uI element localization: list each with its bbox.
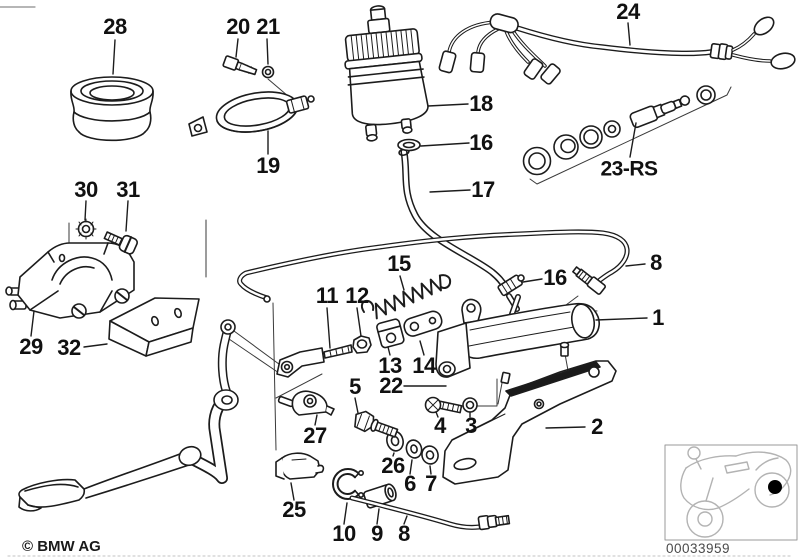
part-label-2: 2 <box>591 414 603 439</box>
part-label-22: 22 <box>379 373 403 398</box>
rubber-boot-drawing <box>70 76 154 142</box>
part-label-23rs: 23-RS <box>600 157 658 181</box>
part-label-8a: 8 <box>650 250 662 275</box>
repair-kit-drawing <box>522 85 716 176</box>
part-label-24: 24 <box>616 0 640 24</box>
part-label-13: 13 <box>378 353 402 378</box>
diagram-number: 00033959 <box>666 541 731 556</box>
fluid-reservoir-drawing <box>344 5 429 142</box>
part-label-21: 21 <box>256 14 280 39</box>
mounting-bolt-drawing <box>424 396 463 414</box>
part-label-30: 30 <box>74 177 98 202</box>
scan-artifacts <box>0 6 792 557</box>
link-plate-drawing <box>403 310 443 337</box>
part-label-31: 31 <box>116 177 140 202</box>
leader-lines <box>30 22 648 525</box>
adjuster-nut-drawing <box>352 335 372 354</box>
part-label-6: 6 <box>404 471 416 496</box>
mounting-bracket-drawing <box>442 360 617 485</box>
part-label-12: 12 <box>345 283 369 308</box>
part-label-32: 32 <box>57 335 81 360</box>
mounting-nut-drawing <box>462 397 478 413</box>
part-label-5: 5 <box>349 374 361 399</box>
motorcycle-thumbnail <box>664 444 798 541</box>
seal-ring-drawing <box>397 138 421 152</box>
part-label-16a: 16 <box>469 130 493 155</box>
pivot-bolt-drawing <box>354 410 399 438</box>
part-label-15: 15 <box>387 251 411 276</box>
part-label-19: 19 <box>256 153 280 178</box>
part-label-3: 3 <box>465 413 477 438</box>
part-label-25: 25 <box>282 497 306 522</box>
part-label-11: 11 <box>315 283 339 308</box>
stop-bracket-drawing <box>277 390 335 416</box>
part-label-20: 20 <box>226 14 250 39</box>
part-label-7: 7 <box>425 471 437 496</box>
clip-holder-drawing <box>275 452 325 480</box>
part-label-28: 28 <box>103 14 127 39</box>
hose-drawing <box>398 148 510 292</box>
wiring-harness-drawing <box>438 13 796 85</box>
motorcycle-icon <box>680 446 792 538</box>
c-clip-drawing <box>331 468 364 500</box>
lock-nut-drawing <box>75 218 97 240</box>
part-label-27: 27 <box>303 423 327 448</box>
location-highlight-dot <box>768 480 782 494</box>
copyright-text: © BMW AG <box>22 538 101 555</box>
clevis-bracket-drawing <box>376 318 405 349</box>
part-label-14: 14 <box>412 353 436 378</box>
part-label-16b: 16 <box>543 265 567 290</box>
part-label-10: 10 <box>332 521 356 546</box>
brake-pedal-drawing <box>18 319 239 512</box>
part-label-1: 1 <box>652 305 664 330</box>
return-spring-drawing <box>360 274 452 320</box>
clamp-nut-drawing <box>261 65 275 79</box>
part-label-9: 9 <box>371 521 383 546</box>
clevis-rod-drawing <box>276 344 353 378</box>
part-label-4: 4 <box>434 413 446 438</box>
reservoir-clamp-drawing <box>188 91 315 137</box>
clamp-screw-drawing <box>222 55 258 76</box>
pivot-screw-drawing <box>103 231 138 255</box>
part-label-18: 18 <box>469 91 493 116</box>
rubber-pad-drawing <box>108 297 200 357</box>
pedal-bearing-bracket-drawing <box>5 242 135 319</box>
part-label-26: 26 <box>381 453 405 478</box>
brake-pipe-upper-drawing <box>237 229 630 303</box>
brake-pipe-lower-drawing <box>349 495 511 531</box>
master-cylinder-drawing <box>435 294 601 385</box>
part-label-8b: 8 <box>398 521 410 546</box>
part-label-29: 29 <box>19 334 43 359</box>
part-label-17: 17 <box>471 177 495 202</box>
